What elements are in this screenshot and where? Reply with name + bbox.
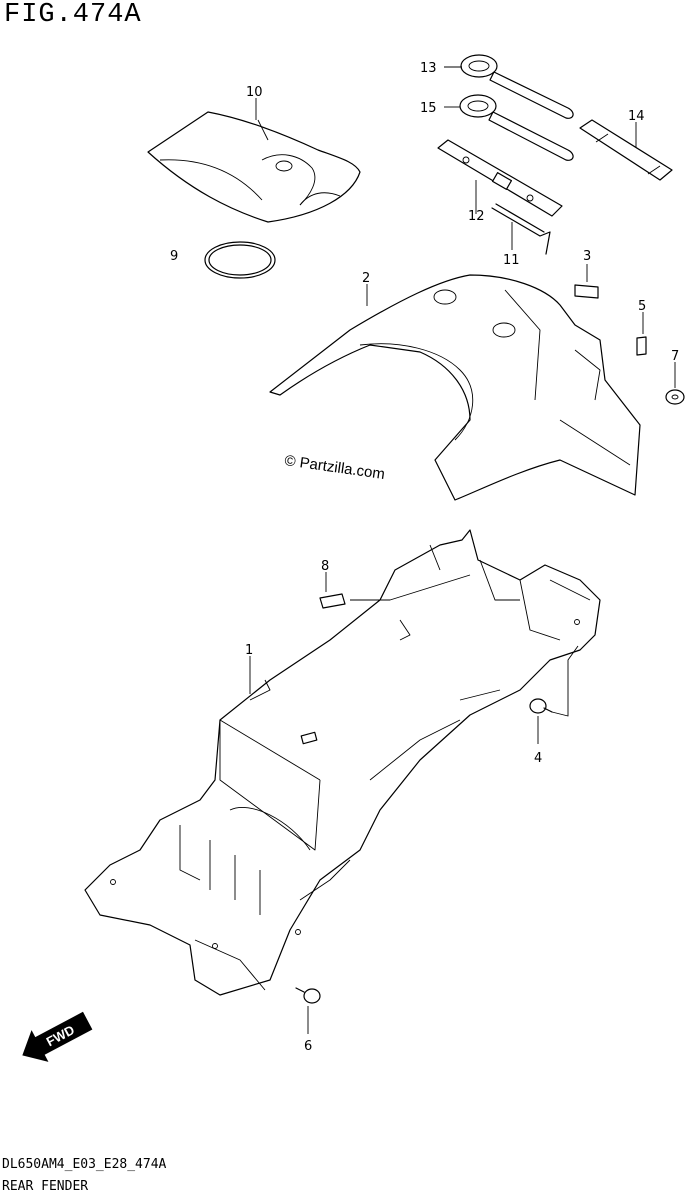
part-9-o-ring [204,241,276,279]
callout-11: 11 [503,253,520,268]
figure-title: FIG.474A [4,0,142,30]
callout-7: 7 [671,349,679,364]
part-11-hex-key [491,203,551,255]
part-5-pad [636,336,647,356]
callouts: 13 15 14 10 12 11 9 3 2 5 7 8 1 4 6 [170,61,679,1054]
callout-3: 3 [583,249,591,264]
callout-10: 10 [246,85,263,100]
figure-name: REAR FENDER [2,1179,89,1194]
callout-13: 13 [420,61,437,76]
part-14-handle [579,119,673,181]
part-2-rear-cover [269,274,641,501]
callout-6: 6 [304,1039,312,1054]
callout-5: 5 [638,299,646,314]
callout-2: 2 [362,271,370,286]
part-7-washer [665,389,685,405]
part-8-pad [319,593,346,609]
part-12-tool-bar [437,139,563,217]
part-15-spanner [459,94,574,161]
callout-1: 1 [245,643,253,658]
callout-9: 9 [170,249,178,264]
exploded-parts-diagram: 13 15 14 10 12 11 9 3 2 5 7 8 1 4 6 © Pa… [22,54,685,1062]
leader-lines [249,66,676,1034]
part-1-rear-fender [84,529,601,996]
part-3-pad [574,284,599,299]
fwd-arrow-icon: FWD [22,1011,93,1062]
part-6-bolt [295,987,321,1004]
watermark-text: © Partzilla.com [283,452,385,483]
callout-14: 14 [628,109,645,124]
callout-4: 4 [534,751,542,766]
figure-code: DL650AM4_E03_E28_474A [2,1157,167,1172]
callout-15: 15 [420,101,437,116]
callout-8: 8 [321,559,329,574]
part-10-tool-bag [147,111,361,223]
part-13-spanner [460,54,574,119]
part-4-bolt [529,698,553,714]
callout-12: 12 [468,209,485,224]
